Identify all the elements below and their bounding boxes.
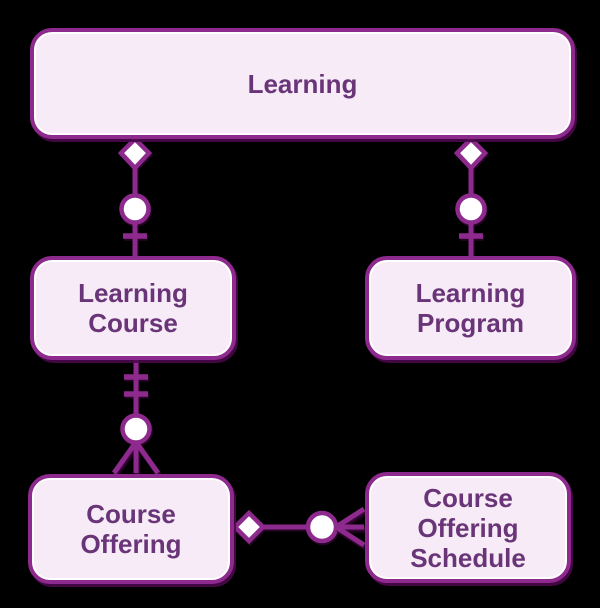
zero-circle-icon	[120, 413, 152, 445]
connector-course-offering-to-course-offering-schedule	[231, 506, 366, 548]
node-learning-program: Learning Program	[365, 256, 576, 360]
zero-circle-icon	[455, 193, 487, 225]
connector-learning-course-to-course-offering	[111, 360, 161, 475]
connector-learning-to-learning-program	[453, 135, 489, 256]
node-course-offering: Course Offering	[28, 474, 234, 584]
node-learning-course: Learning Course	[30, 256, 236, 360]
node-course-offering-schedule-label: Course Offering Schedule	[410, 482, 526, 573]
node-course-offering-schedule: Course Offering Schedule	[365, 472, 571, 583]
node-course-offering-label: Course Offering	[80, 499, 182, 559]
aggregation-diamond-icon	[117, 135, 153, 172]
aggregation-diamond-icon	[453, 135, 489, 172]
node-learning-program-label: Learning Program	[415, 278, 526, 338]
zero-circle-icon	[305, 510, 339, 544]
node-learning-label: Learning	[247, 68, 358, 99]
many-crow-foot-icon	[334, 506, 366, 548]
zero-circle-icon	[119, 193, 151, 225]
node-learning: Learning	[30, 28, 575, 139]
aggregation-diamond-icon	[231, 509, 267, 545]
node-learning-course-label: Learning Course	[78, 278, 188, 338]
connector-learning-to-learning-course	[117, 135, 153, 256]
many-crow-foot-icon	[111, 440, 161, 475]
